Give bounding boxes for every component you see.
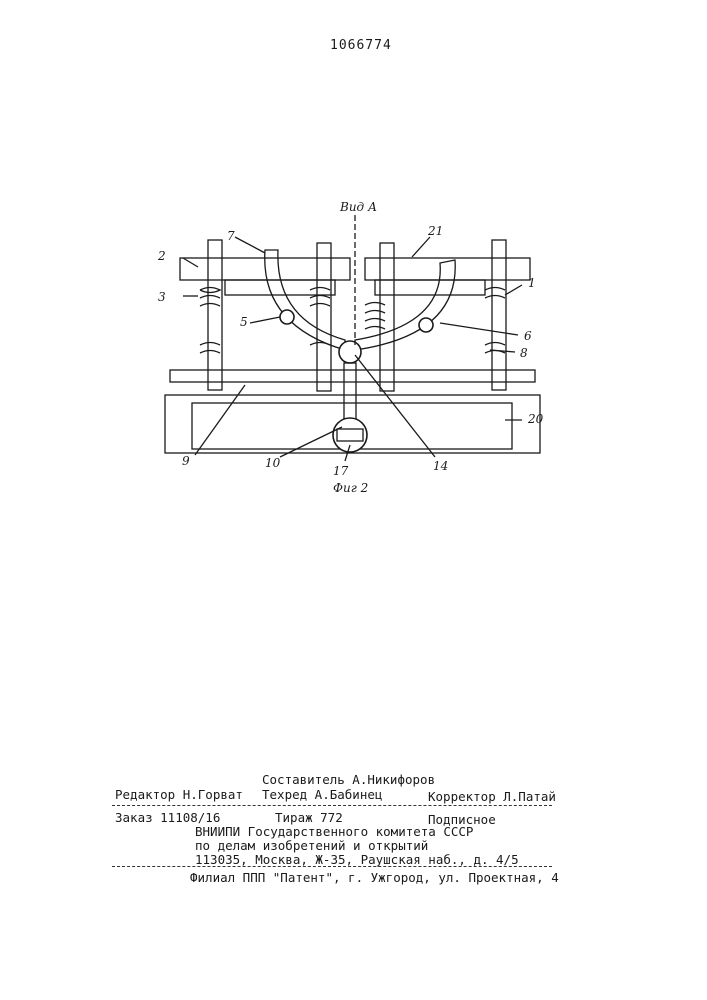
label-3: 3: [158, 290, 166, 304]
circulation: Тираж 772: [275, 810, 343, 825]
divider-2: [112, 866, 552, 867]
patent-number: 1066774: [330, 38, 392, 53]
view-label: Вид А: [339, 200, 377, 214]
org-address: 113035, Москва, Ж-35, Раушская наб., д. …: [195, 852, 519, 867]
label-6: 6: [524, 329, 532, 343]
order: Заказ 11108/16: [115, 810, 220, 825]
branch: Филиал ППП "Патент", г. Ужгород, ул. Про…: [190, 870, 559, 885]
roller-14: [339, 341, 361, 363]
label-21: 21: [427, 224, 443, 238]
shaft: [170, 370, 535, 382]
corrector: Корректор Л.Патай: [428, 789, 556, 804]
org-line1: ВНИИПИ Государственного комитета СССР: [195, 824, 473, 839]
figure-caption: Фиг 2: [333, 481, 368, 495]
label-7: 7: [227, 229, 235, 243]
label-20: 20: [527, 412, 544, 426]
technical-drawing: Вид А 2 3 5 7 21 1 6 8 9 10 17 14 20 Фиг…: [150, 195, 550, 495]
roller-5: [280, 310, 294, 324]
roller-6: [419, 318, 433, 332]
label-2: 2: [157, 249, 166, 263]
column-4: [492, 240, 506, 390]
techred: Техред А.Бабинец: [262, 787, 382, 802]
right-lower-plate: [375, 280, 485, 295]
column-1: [208, 240, 222, 390]
label-1: 1: [528, 276, 536, 290]
label-10: 10: [265, 456, 281, 470]
label-5: 5: [240, 315, 248, 329]
label-17: 17: [333, 464, 349, 478]
column-2: [317, 243, 331, 391]
editor: Редактор Н.Горват: [115, 787, 243, 802]
column-3: [380, 243, 394, 391]
left-curved-guide: [265, 250, 345, 350]
divider-1: [112, 805, 552, 806]
label-9: 9: [182, 454, 190, 468]
compiler: Составитель А.Никифоров: [262, 772, 435, 787]
label-14: 14: [433, 459, 448, 473]
label-8: 8: [520, 346, 528, 360]
org-line2: по делам изобретений и открытий: [195, 838, 428, 853]
right-curved-guide: [355, 260, 455, 350]
